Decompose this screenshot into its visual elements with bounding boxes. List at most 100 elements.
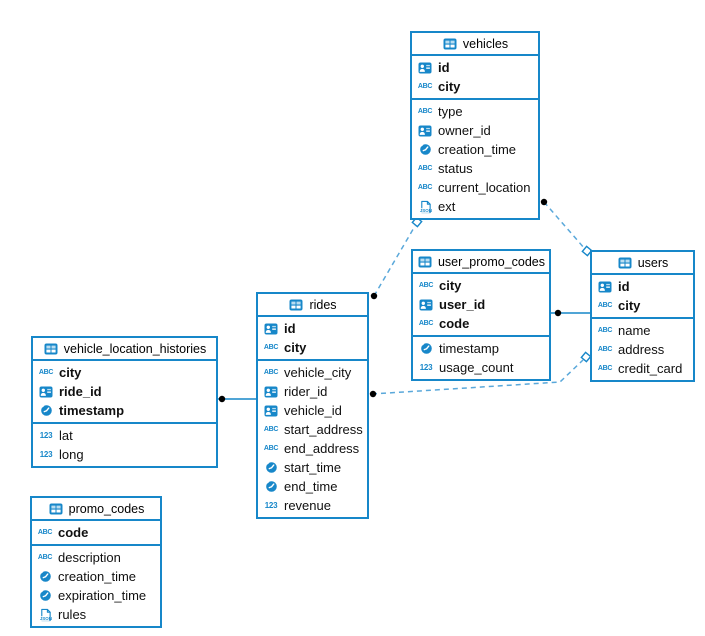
field-label: description	[58, 550, 121, 565]
number-123-icon: 123	[39, 449, 53, 459]
primary-key-section: ABC code	[32, 521, 160, 546]
relationship-vehicle_location_histories-to-rides[interactable]	[216, 395, 258, 403]
table-header[interactable]: vehicles	[412, 33, 538, 56]
field-row[interactable]: expiration_time	[32, 586, 160, 605]
field-row[interactable]: 123 revenue	[258, 496, 367, 515]
field-row[interactable]: ABC description	[32, 548, 160, 567]
abc-text-icon: ABC	[597, 302, 613, 309]
fields-section: timestamp 123 usage_count	[413, 337, 549, 379]
table-card-users[interactable]: users id ABC city ABC name ABC address A…	[590, 250, 695, 382]
field-row[interactable]: id	[412, 58, 538, 77]
field-label: vehicle_id	[284, 403, 342, 418]
field-row[interactable]: 123 long	[33, 445, 216, 464]
field-row[interactable]: ABC city	[258, 338, 367, 357]
field-label: ext	[438, 199, 456, 214]
field-label: city	[618, 298, 641, 313]
json-icon: JSON	[417, 200, 433, 214]
one-end-diamond	[580, 351, 592, 363]
relationship-vehicles-to-users[interactable]	[540, 198, 593, 257]
table-card-vehicle_location_histories[interactable]: vehicle_location_histories ABC city ride…	[31, 336, 218, 468]
field-label: id	[284, 321, 296, 336]
field-row[interactable]: ABC vehicle_city	[258, 363, 367, 382]
abc-text-icon: ABC	[418, 320, 434, 327]
table-header[interactable]: promo_codes	[32, 498, 160, 521]
field-label: id	[618, 279, 630, 294]
field-row[interactable]: 123 lat	[33, 426, 216, 445]
abc-text-icon: ABC	[263, 344, 279, 351]
table-card-vehicles[interactable]: vehicles id ABC city ABC type owner_id c…	[410, 31, 540, 220]
field-label: expiration_time	[58, 588, 147, 603]
relationship-line	[543, 201, 586, 250]
field-row[interactable]: ABC city	[413, 276, 549, 295]
field-row[interactable]: owner_id	[412, 121, 538, 140]
table-icon	[43, 342, 59, 356]
table-card-rides[interactable]: rides id ABC city ABC vehicle_city rider…	[256, 292, 369, 519]
field-row[interactable]: ABC credit_card	[592, 359, 693, 378]
field-row[interactable]: ABC city	[592, 296, 693, 315]
relationship-rides-to-users[interactable]	[369, 351, 592, 398]
table-header[interactable]: vehicle_location_histories	[33, 338, 216, 361]
field-row[interactable]: ABC code	[32, 523, 160, 542]
abc-text-icon: ABC	[418, 282, 434, 289]
table-icon	[288, 298, 304, 312]
field-label: start_time	[284, 460, 342, 475]
table-header[interactable]: rides	[258, 294, 367, 317]
field-row[interactable]: start_time	[258, 458, 367, 477]
field-row[interactable]: user_id	[413, 295, 549, 314]
table-header[interactable]: users	[592, 252, 693, 275]
field-row[interactable]: rider_id	[258, 382, 367, 401]
field-row[interactable]: ride_id	[33, 382, 216, 401]
field-row[interactable]: timestamp	[33, 401, 216, 420]
field-row[interactable]: ABC code	[413, 314, 549, 333]
field-row[interactable]: ABC city	[412, 77, 538, 96]
field-row[interactable]: timestamp	[413, 339, 549, 358]
clock-icon	[37, 570, 53, 584]
field-label: long	[59, 447, 84, 462]
field-row[interactable]: id	[258, 319, 367, 338]
field-row[interactable]: ABC end_address	[258, 439, 367, 458]
table-card-promo_codes[interactable]: promo_codes ABC code ABC description cre…	[30, 496, 162, 628]
clock-icon	[263, 461, 279, 475]
clock-icon	[417, 143, 433, 157]
primary-key-section: ABC city ride_id timestamp	[33, 361, 216, 424]
field-row[interactable]: vehicle_id	[258, 401, 367, 420]
table-title: rides	[309, 297, 337, 312]
abc-text-icon: ABC	[597, 327, 613, 334]
table-header[interactable]: user_promo_codes	[413, 251, 549, 274]
table-card-user_promo_codes[interactable]: user_promo_codes ABC city user_id ABC co…	[411, 249, 551, 381]
abc-text-icon: ABC	[38, 369, 54, 376]
field-row[interactable]: end_time	[258, 477, 367, 496]
fields-section: ABC name ABC address ABC credit_card	[592, 319, 693, 380]
field-row[interactable]: JSON ext	[412, 197, 538, 216]
field-row[interactable]: ABC address	[592, 340, 693, 359]
table-icon	[48, 502, 64, 516]
field-row[interactable]: ABC type	[412, 102, 538, 121]
clock-icon	[418, 342, 434, 356]
many-end-dot	[540, 198, 548, 206]
relationship-user_promo_codes-to-users[interactable]	[549, 309, 592, 317]
many-end-dot	[218, 395, 226, 403]
abc-text-icon: ABC	[597, 365, 613, 372]
field-row[interactable]: 123 usage_count	[413, 358, 549, 377]
field-label: owner_id	[438, 123, 491, 138]
primary-key-section: ABC city user_id ABC code	[413, 274, 549, 337]
field-row[interactable]: JSON rules	[32, 605, 160, 624]
field-row[interactable]: ABC city	[33, 363, 216, 382]
field-row[interactable]: ABC current_location	[412, 178, 538, 197]
field-row[interactable]: ABC start_address	[258, 420, 367, 439]
many-end-dot	[369, 390, 377, 398]
table-icon	[417, 255, 433, 269]
field-label: end_time	[284, 479, 338, 494]
field-row[interactable]: creation_time	[412, 140, 538, 159]
field-label: end_address	[284, 441, 360, 456]
number-123-icon: 123	[419, 362, 433, 372]
field-row[interactable]: ABC status	[412, 159, 538, 178]
one-end-diamond	[581, 245, 593, 257]
field-label: user_id	[439, 297, 486, 312]
field-row[interactable]: ABC name	[592, 321, 693, 340]
field-row[interactable]: creation_time	[32, 567, 160, 586]
field-row[interactable]: id	[592, 277, 693, 296]
many-end-dot	[554, 309, 562, 317]
